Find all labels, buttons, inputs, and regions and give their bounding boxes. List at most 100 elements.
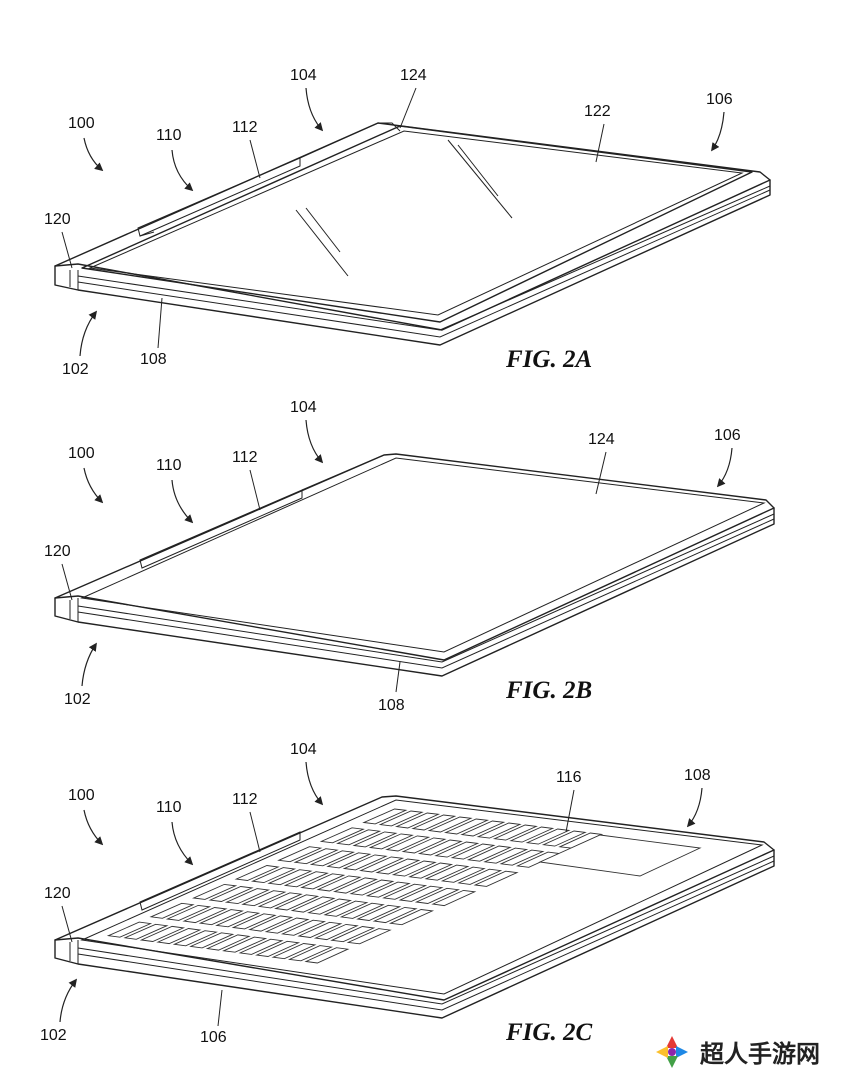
- ref-108: 108: [140, 351, 167, 368]
- keyboard-key: [250, 867, 297, 884]
- ref-124: 124: [400, 67, 427, 84]
- keyboard-key: [300, 873, 346, 890]
- device-body: [54, 122, 771, 346]
- keyboard-key: [255, 940, 301, 957]
- keyboard-key: [346, 928, 392, 945]
- keyboard-key: [316, 875, 362, 892]
- display-screen: [81, 125, 753, 323]
- keyboard-key: [332, 877, 379, 894]
- keyboard-key: [411, 814, 457, 831]
- keyboard-key: [483, 847, 529, 864]
- keyboard-key: [215, 911, 261, 928]
- keyboard-keys: [106, 808, 604, 964]
- keyboard-key: [182, 907, 228, 924]
- ref-102: 102: [64, 691, 91, 708]
- ref-106: 106: [200, 1029, 227, 1046]
- ref-106: 106: [714, 427, 741, 444]
- ref-110: 110: [156, 457, 182, 474]
- keyboard-key: [198, 909, 244, 926]
- figure-2c: 100 102 104 106 108 110 112 116 120 FIG.…: [40, 741, 775, 1046]
- ref-120: 120: [44, 211, 71, 228]
- keyboard-key: [172, 930, 218, 947]
- keyboard-key: [339, 902, 385, 919]
- keyboard-key: [378, 810, 424, 827]
- keyboard-key: [156, 928, 202, 945]
- keyboard-key: [372, 906, 418, 924]
- keyboard-key: [319, 827, 365, 844]
- ref-120: 120: [44, 543, 71, 560]
- keyboard-key: [336, 829, 382, 846]
- keyboard-key: [440, 866, 486, 883]
- keyboard-key: [290, 896, 336, 913]
- ref-120: 120: [44, 885, 71, 902]
- keyboard-key: [283, 871, 329, 888]
- keyboard-key: [450, 843, 496, 860]
- keyboard-key: [222, 936, 268, 953]
- keyboard-key: [330, 926, 376, 943]
- keyboard-key: [424, 864, 470, 881]
- keyboard-key: [231, 913, 277, 930]
- ref-labels: 100 102 104 106 108 110 112 120 122 124: [44, 67, 733, 378]
- keyboard-key: [106, 921, 153, 938]
- keyboard-key: [408, 862, 454, 879]
- keyboard-key: [165, 904, 212, 921]
- ref-106: 106: [706, 91, 733, 108]
- ref-110: 110: [156, 127, 182, 144]
- keyboard-key: [149, 902, 195, 919]
- keyboard-key: [457, 868, 503, 885]
- keyboard-key: [264, 917, 310, 934]
- keyboard-key: [356, 904, 402, 921]
- keyboard-key: [417, 839, 463, 856]
- ref-104: 104: [290, 399, 317, 416]
- ref-112: 112: [232, 119, 258, 136]
- figure-caption: FIG. 2B: [505, 677, 592, 704]
- keyboard-key: [476, 822, 522, 839]
- keyboard-key: [375, 858, 421, 875]
- keyboard-key: [241, 890, 287, 907]
- figure-caption: FIG. 2C: [505, 1019, 592, 1046]
- ref-102: 102: [40, 1027, 67, 1044]
- keyboard-key: [205, 934, 251, 951]
- ref-112: 112: [232, 791, 258, 808]
- keyboard-key: [365, 881, 411, 898]
- touchpad: [538, 834, 702, 877]
- keyboard-deck: [80, 799, 764, 995]
- keyboard-key: [509, 826, 555, 843]
- keyboard-key: [189, 932, 235, 949]
- keyboard-key: [434, 841, 480, 858]
- keyboard-key: [342, 854, 388, 871]
- keyboard-key: [248, 915, 294, 932]
- keyboard-key: [368, 833, 414, 850]
- keyboard-key: [257, 892, 303, 909]
- keyboard-key: [277, 846, 323, 863]
- keyboard-key: [139, 925, 186, 942]
- ref-100: 100: [68, 115, 95, 132]
- keyboard-key: [391, 860, 437, 877]
- keyboard-key: [297, 921, 343, 938]
- keyboard-key: [349, 879, 395, 896]
- keyboard-key: [541, 830, 587, 847]
- watermark-text: 超人手游网: [700, 1040, 820, 1068]
- ref-102: 102: [62, 361, 89, 378]
- ref-100: 100: [68, 787, 95, 804]
- keyboard-key: [443, 818, 490, 835]
- keyboard-key: [431, 889, 477, 907]
- keyboard-key: [280, 919, 327, 936]
- ref-labels: 100 102 104 106 108 110 112 116 120: [40, 741, 711, 1046]
- keyboard-key: [313, 923, 359, 941]
- device-body: [54, 453, 775, 677]
- ref-122: 122: [584, 103, 611, 120]
- keyboard-key: [466, 845, 512, 862]
- ref-110: 110: [156, 799, 182, 816]
- keyboard-key: [382, 883, 428, 900]
- ref-100: 100: [68, 445, 95, 462]
- watermark-logo-icon: [656, 1036, 688, 1068]
- keyboard-key: [267, 869, 313, 886]
- keyboard-key: [234, 865, 280, 881]
- keyboard-key: [499, 849, 545, 866]
- keyboard-key: [427, 816, 473, 833]
- keyboard-key: [224, 888, 271, 905]
- keyboard-key: [274, 894, 320, 911]
- device-body: [54, 795, 775, 1019]
